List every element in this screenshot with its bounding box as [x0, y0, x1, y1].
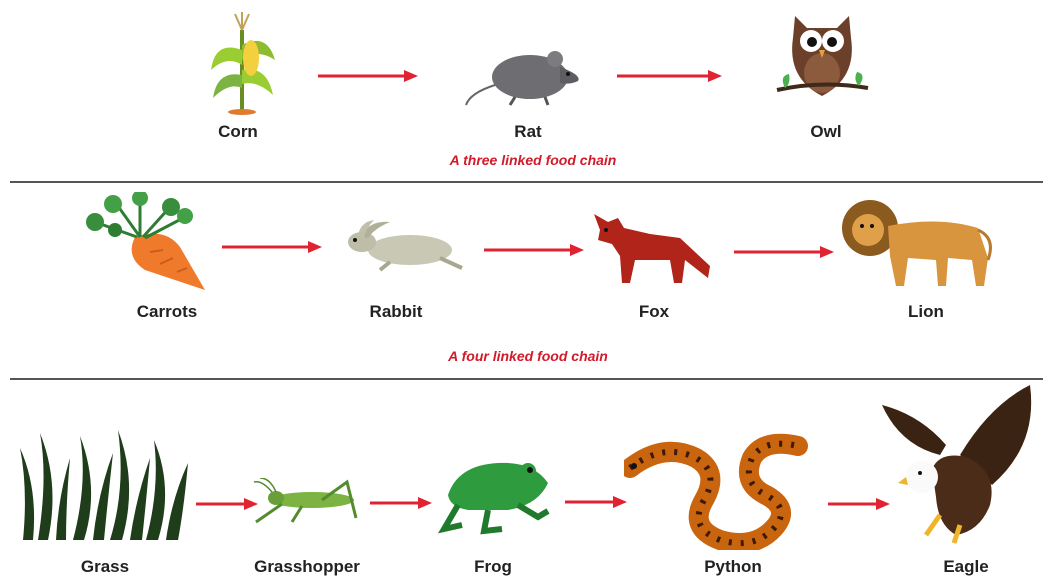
organism-label-grasshopper: Grasshopper	[227, 557, 387, 577]
organism-label-lion: Lion	[846, 302, 1006, 322]
frog-icon	[438, 455, 553, 535]
arrow-icon	[617, 69, 722, 83]
arrow-icon	[196, 497, 258, 511]
rabbit-icon	[330, 218, 465, 273]
organism-label-python: Python	[653, 557, 813, 577]
owl-icon	[775, 8, 870, 103]
organism-label-owl: Owl	[746, 122, 906, 142]
python-icon	[624, 432, 814, 550]
lion-icon	[838, 198, 998, 288]
organism-label-frog: Frog	[413, 557, 573, 577]
divider	[10, 378, 1043, 380]
organism-label-carrots: Carrots	[87, 302, 247, 322]
corn-icon	[205, 10, 280, 115]
divider	[10, 181, 1043, 183]
organism-label-fox: Fox	[574, 302, 734, 322]
organism-label-rat: Rat	[448, 122, 608, 142]
organism-label-corn: Corn	[158, 122, 318, 142]
rat-icon	[460, 45, 585, 110]
carrot-icon	[85, 192, 210, 292]
arrow-icon	[222, 240, 322, 254]
organism-label-rabbit: Rabbit	[316, 302, 476, 322]
fox-icon	[590, 208, 715, 288]
arrow-icon	[318, 69, 418, 83]
arrow-icon	[484, 243, 584, 257]
chain-caption-three: A three linked food chain	[333, 152, 733, 168]
grass-icon	[18, 428, 196, 543]
arrow-icon	[565, 495, 627, 509]
organism-label-eagle: Eagle	[886, 557, 1043, 577]
organism-label-grass: Grass	[25, 557, 185, 577]
arrow-icon	[734, 245, 834, 259]
grasshopper-icon	[252, 478, 364, 526]
arrow-icon	[370, 496, 432, 510]
chain-caption-four: A four linked food chain	[328, 348, 728, 364]
eagle-icon	[880, 385, 1040, 545]
